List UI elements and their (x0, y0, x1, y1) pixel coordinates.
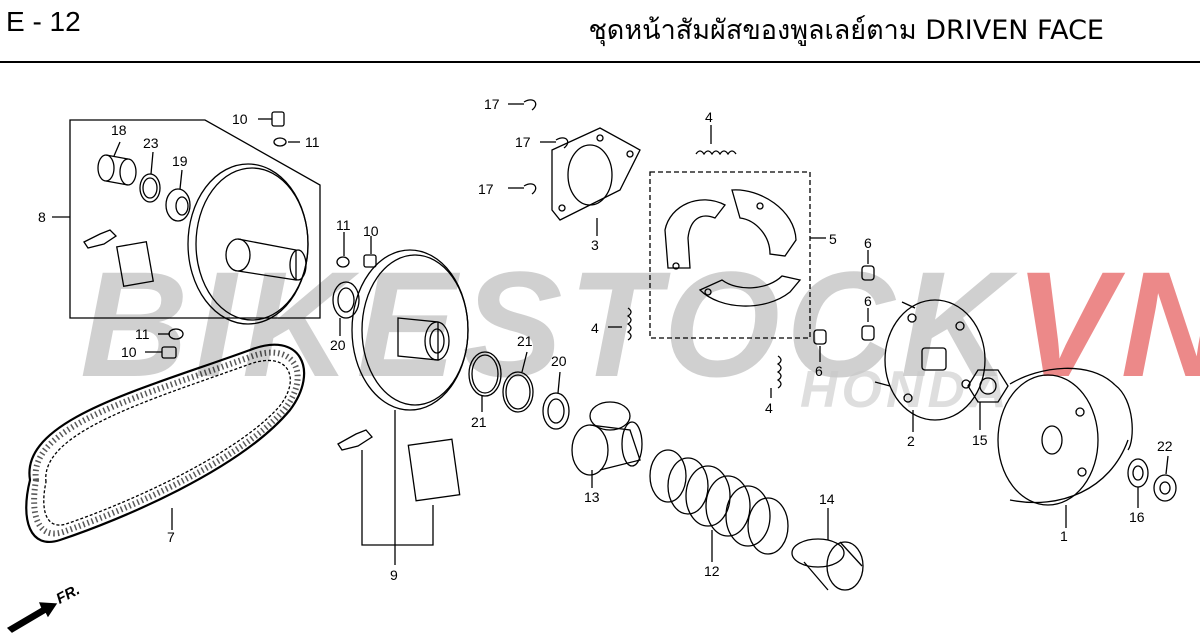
part-label: 5 (829, 231, 837, 247)
pin (161, 346, 177, 359)
part-label: 19 (172, 153, 188, 169)
part-label: 8 (38, 209, 46, 225)
grease-tube (83, 229, 118, 249)
part-label: 6 (815, 363, 823, 379)
part-label: 9 (390, 567, 398, 583)
part-label: 4 (705, 109, 713, 125)
seal-collar (571, 401, 643, 476)
part-label: 22 (1157, 438, 1173, 454)
part-label: 21 (471, 414, 487, 430)
oil-seal (542, 392, 570, 430)
group-box-8 (69, 119, 321, 319)
part-labels: 1 2 3 4 4 4 5 6 6 6 7 8 9 10 10 10 11 11… (38, 96, 1173, 583)
part-label: 10 (232, 111, 248, 127)
part-label: 3 (591, 237, 599, 253)
pin (363, 254, 377, 268)
circlip (139, 173, 161, 203)
clutch-outer (997, 367, 1133, 506)
clutch-spring (776, 355, 782, 389)
part-label: 18 (111, 122, 127, 138)
drive-plate (874, 299, 986, 421)
clutch-spring (695, 150, 737, 156)
part-label: 7 (167, 529, 175, 545)
movable-driven-face (351, 249, 469, 411)
driven-face (187, 163, 309, 325)
special-nut (967, 369, 1009, 403)
collar (861, 265, 875, 281)
part-label: 2 (907, 433, 915, 449)
o-ring (468, 351, 502, 397)
snap-ring (555, 137, 569, 149)
part-label: 17 (484, 96, 500, 112)
ball-bearing (165, 188, 191, 222)
drive-belt (25, 343, 306, 543)
part-label: 17 (478, 181, 494, 197)
collar (273, 137, 287, 147)
part-label: 21 (517, 333, 533, 349)
part-label: 1 (1060, 528, 1068, 544)
part-label: 14 (819, 491, 835, 507)
header-divider (0, 61, 1200, 63)
needle-bearing (97, 154, 137, 186)
snap-ring (523, 99, 537, 111)
part-label: 6 (864, 235, 872, 251)
grease-tube (337, 429, 373, 451)
collar (861, 325, 875, 341)
exploded-parts-diagram: 1 2 3 4 4 4 5 6 6 6 7 8 9 10 10 10 11 11… (6, 96, 1177, 633)
washer (1127, 458, 1149, 488)
part-label: 20 (551, 353, 567, 369)
clutch-spring (626, 307, 632, 341)
part-label: 11 (305, 134, 320, 150)
page-code: E - 12 (6, 6, 81, 37)
clutch-plate (551, 127, 641, 221)
pin (271, 111, 285, 127)
group-box-5 (649, 171, 811, 339)
front-direction-arrow (6, 602, 58, 633)
part-label: 10 (363, 223, 379, 239)
spring-collar (791, 538, 864, 591)
part-label: 15 (972, 432, 988, 448)
lock-nut (1153, 474, 1177, 502)
instruction-card (407, 438, 461, 502)
part-label: 13 (584, 489, 600, 505)
part-label: 4 (591, 320, 599, 336)
part-label: 23 (143, 135, 159, 151)
snap-ring (523, 183, 537, 195)
page-title: ชุดหน้าสัมผัสของพูลเลย์ตาม DRIVEN FACE (588, 15, 1104, 46)
collar (336, 256, 350, 268)
instruction-card (116, 240, 154, 288)
part-label: 12 (704, 563, 720, 579)
part-label: 11 (336, 217, 351, 233)
o-ring (502, 371, 534, 413)
part-label: 4 (765, 400, 773, 416)
oil-seal (332, 281, 360, 319)
collar (168, 328, 184, 340)
collar (813, 329, 827, 345)
part-label: 6 (864, 293, 872, 309)
part-label: 10 (121, 344, 137, 360)
part-label: 20 (330, 337, 346, 353)
driven-face-spring (649, 449, 789, 555)
part-label: 11 (135, 326, 150, 342)
clutch-weight-assembly (664, 189, 802, 307)
part-label: 16 (1129, 509, 1145, 525)
part-label: 17 (515, 134, 531, 150)
